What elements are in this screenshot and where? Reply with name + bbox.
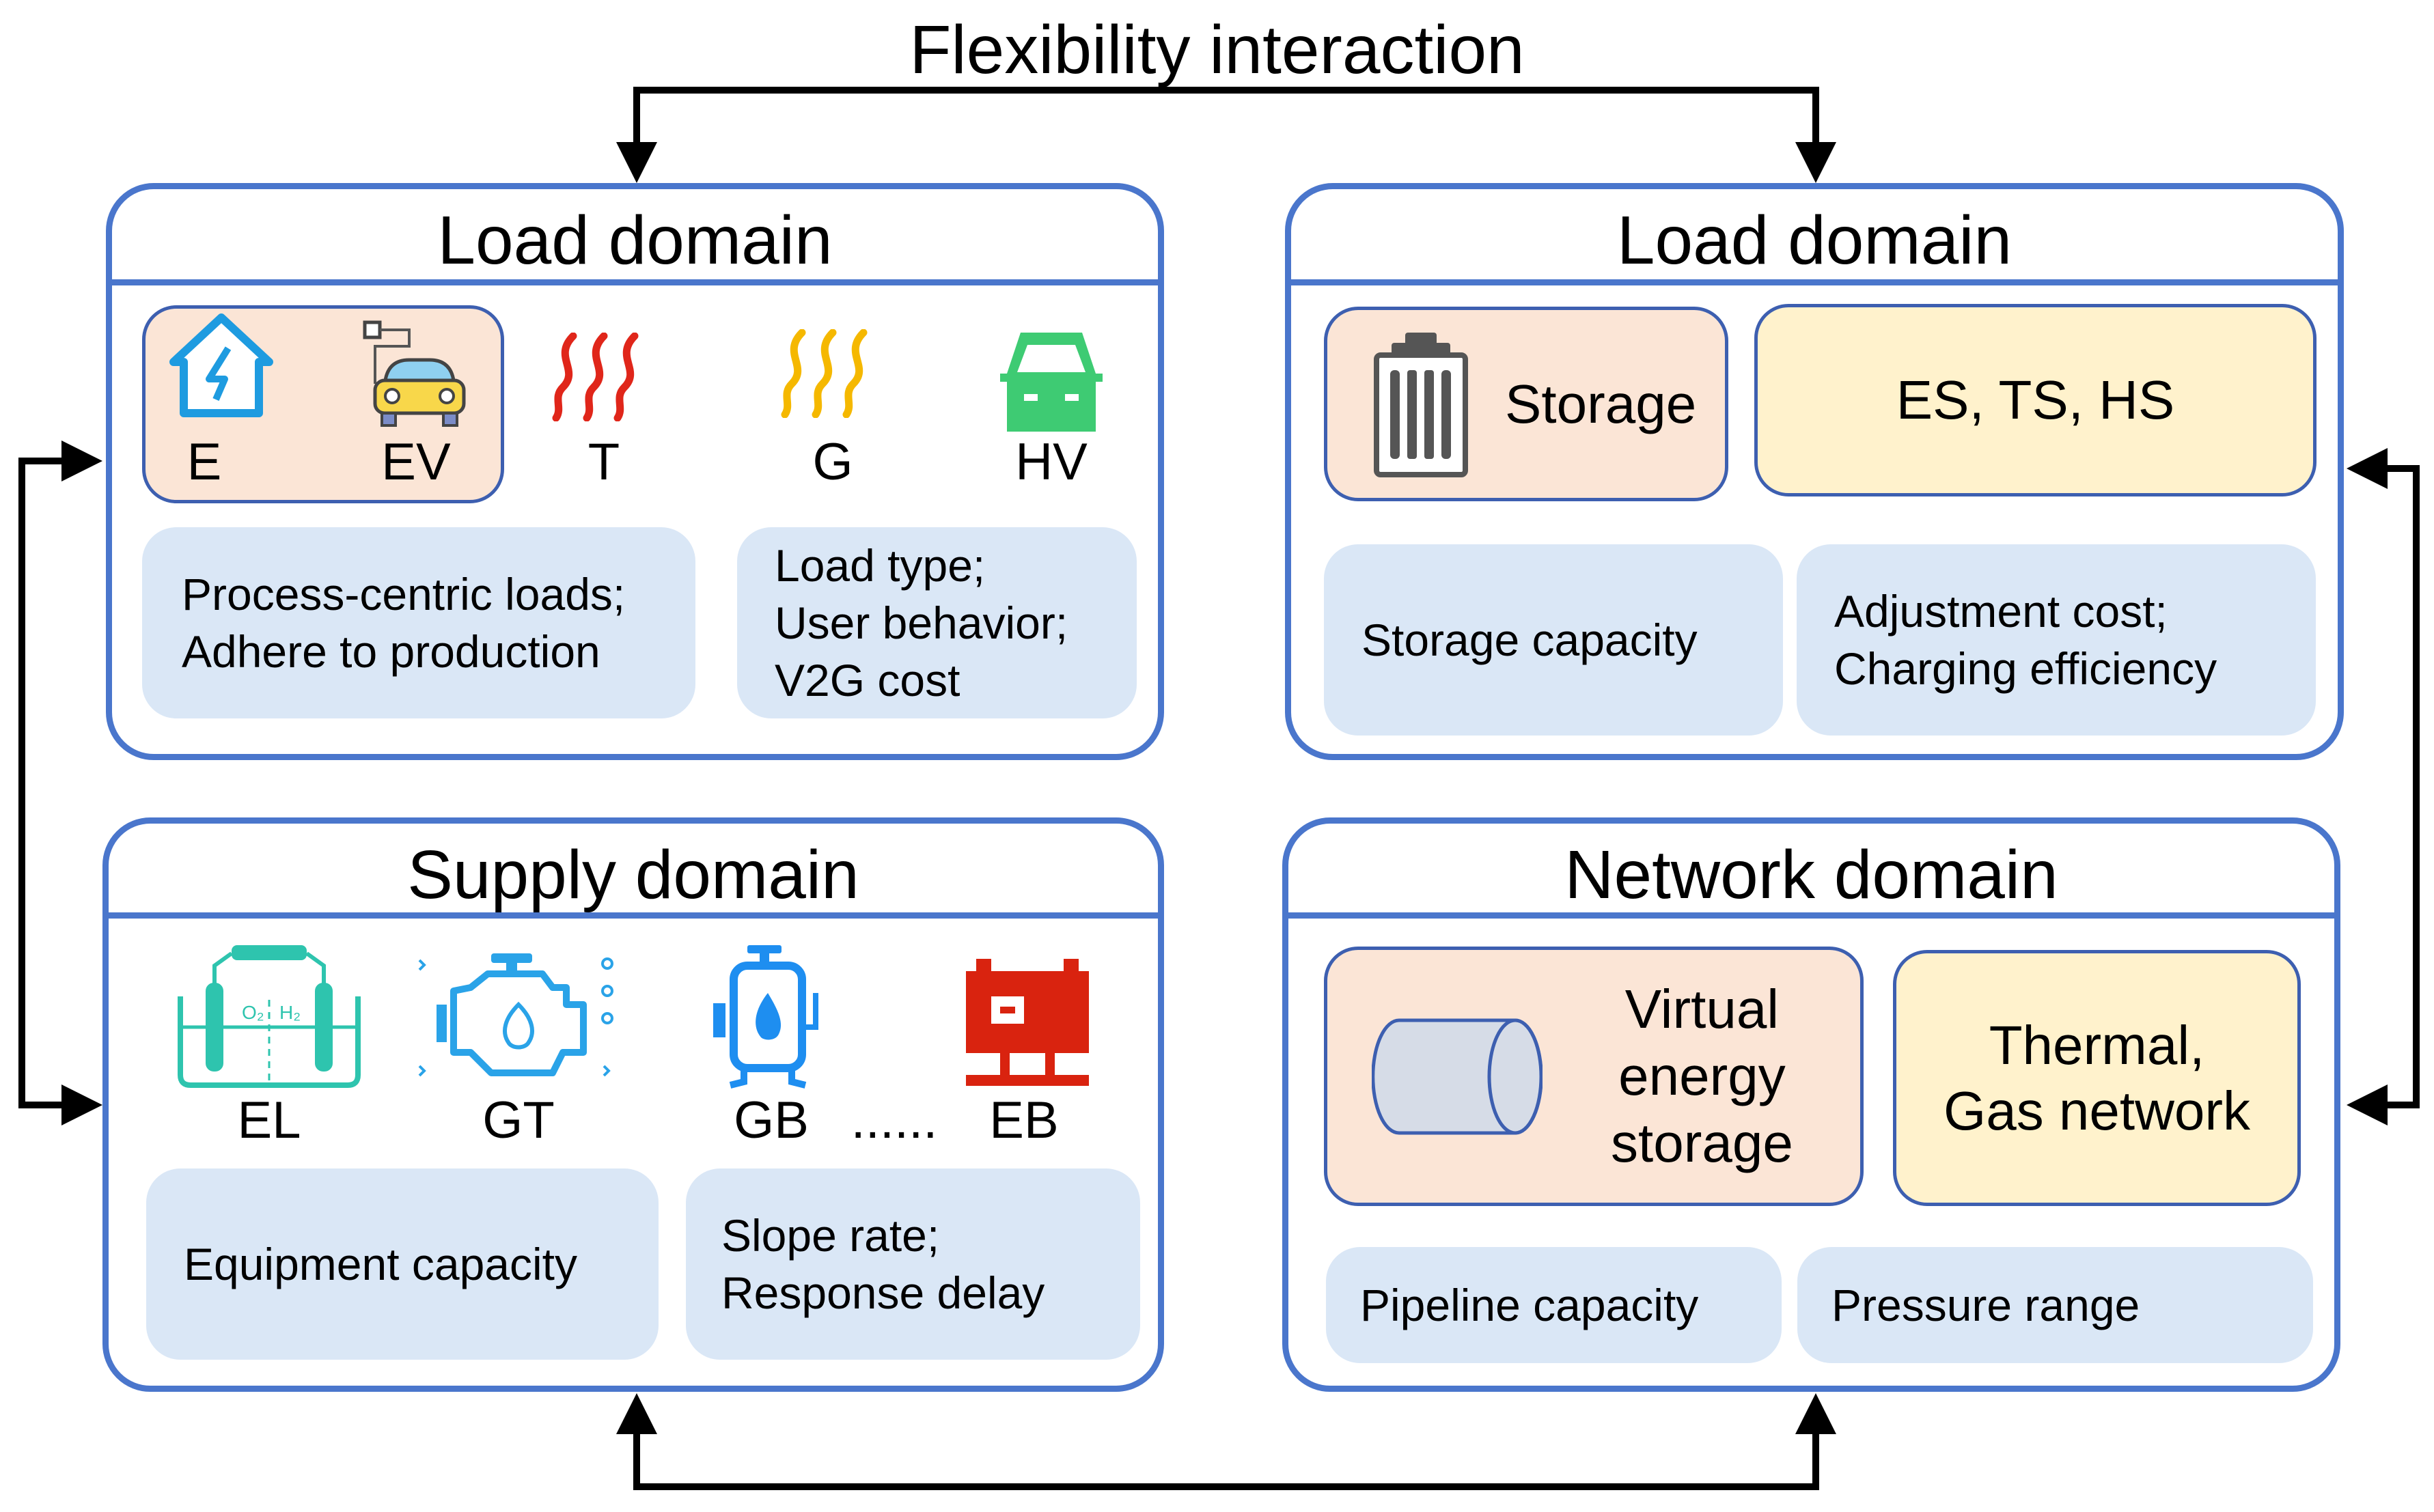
panel-title: Load domain	[437, 202, 833, 279]
panel-supply-domain: Supply domain O₂ H₂	[102, 817, 1164, 1392]
ev-charging-car-icon	[363, 320, 466, 427]
panel-title: Load domain	[1616, 202, 2013, 279]
icon-label-el: EL	[237, 1091, 301, 1149]
diagram-title: Flexibility interaction	[909, 12, 1525, 88]
icon-label-gt: GT	[482, 1091, 555, 1149]
electric-boiler-icon	[966, 959, 1089, 1086]
storage-types-label: ES, TS, HS	[1896, 369, 2175, 430]
icon-label-t: T	[587, 433, 620, 491]
electrolyzer-h2-label: H₂	[279, 1002, 301, 1023]
heat-waves-red-icon	[552, 333, 639, 421]
panel-load-domain-right: Load domain Storage ES, TS, HS Storage c…	[1285, 183, 2344, 760]
heat-waves-yellow-icon	[781, 329, 868, 418]
note-adjustment-cost: Adjustment cost;Charging efficiency	[1797, 544, 2316, 736]
gas-boiler-icon	[713, 945, 818, 1089]
note-pressure-range: Pressure range	[1797, 1247, 2313, 1363]
left-arrow-bottom	[18, 783, 102, 1125]
storage-box: Storage	[1324, 307, 1728, 501]
top-arrow-left	[616, 87, 1217, 183]
left-arrow-top	[18, 440, 102, 783]
icon-label-hv: HV	[1015, 433, 1088, 491]
icon-label-g: G	[812, 433, 853, 491]
battery-icon	[1374, 332, 1468, 477]
note-pipeline-capacity: Pipeline capacity	[1326, 1247, 1782, 1363]
bottom-arrow-left	[616, 1393, 1217, 1490]
electrolyzer-icon: O₂ H₂	[178, 945, 361, 1088]
note-process-centric: Process-centric loads;Adhere to producti…	[142, 527, 695, 718]
icon-label-ev: EV	[381, 433, 451, 491]
house-lightning-icon	[169, 313, 273, 417]
top-arrow-right	[1217, 87, 1836, 183]
gas-turbine-engine-icon	[418, 953, 613, 1077]
icon-label-ellipsis: ......	[850, 1091, 938, 1149]
header-divider	[109, 912, 1158, 919]
panel-title: Supply domain	[407, 837, 859, 913]
thermal-gas-network-box: Thermal, Gas network	[1893, 950, 2301, 1206]
right-arrow-bottom	[2347, 787, 2420, 1125]
panel-network-domain: Network domain Virtual energy storage Th…	[1282, 817, 2340, 1392]
note-slope-rate: Slope rate;Response delay	[686, 1168, 1140, 1360]
icon-label-eb: EB	[989, 1091, 1059, 1149]
note-storage-capacity: Storage capacity	[1324, 544, 1783, 736]
header-divider	[1288, 912, 2334, 919]
thermal-gas-network-label: Thermal, Gas network	[1943, 1014, 2251, 1141]
panel-title: Network domain	[1564, 837, 2058, 913]
right-arrow-top	[2347, 448, 2420, 787]
panel-load-domain-left: Load domain E EV T	[106, 183, 1164, 760]
virtual-storage-label: Virtual energy storage	[1611, 979, 1793, 1173]
car-icon	[1000, 333, 1103, 432]
virtual-storage-box: Virtual energy storage	[1324, 947, 1864, 1206]
bottom-arrow-right	[1217, 1393, 1836, 1490]
storage-label: Storage	[1505, 373, 1697, 434]
electrolyzer-o2-label: O₂	[242, 1002, 264, 1023]
storage-types-box: ES, TS, HS	[1754, 304, 2317, 496]
cylinder-icon	[1372, 1018, 1543, 1134]
icon-label-gb: GB	[734, 1091, 809, 1149]
header-divider	[112, 279, 1158, 285]
header-divider	[1291, 279, 2338, 285]
note-load-type: Load type;User behavior;V2G cost	[737, 527, 1137, 718]
note-equipment-capacity: Equipment capacity	[146, 1168, 659, 1360]
icon-label-e: E	[186, 433, 222, 491]
